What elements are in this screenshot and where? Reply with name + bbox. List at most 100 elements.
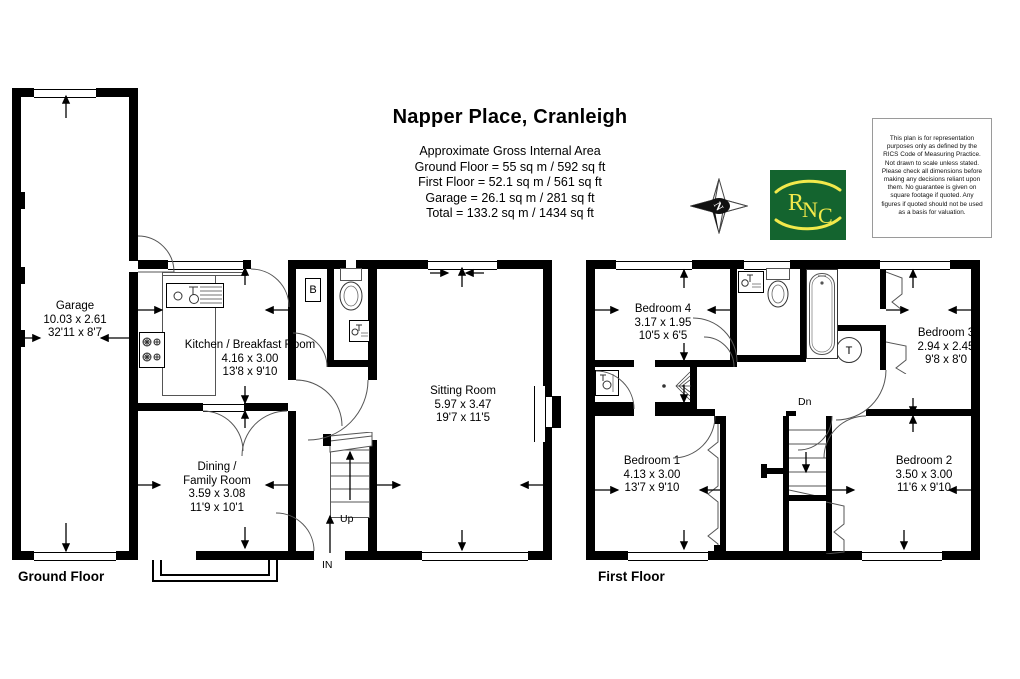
garage-wall-bottom-right (116, 551, 138, 560)
boiler-label: B (309, 284, 317, 296)
house-wall-top-sitting-left (376, 260, 428, 269)
wall-sitting-left-lower (368, 440, 377, 552)
area-summary: Approximate Gross Internal Area Ground F… (330, 144, 690, 222)
ff-window-bed2 (862, 552, 942, 561)
kitchen-sink-detail (166, 283, 224, 308)
house-wall-right-upper (543, 260, 552, 385)
house-wall-bottom-sitting-r (528, 551, 552, 560)
wc-cistern (340, 268, 362, 281)
ground-floor-label: Ground Floor (18, 569, 105, 584)
bay-wall-a (543, 385, 552, 397)
ff-wall-shower-bottom (586, 402, 634, 409)
ff-wall-bot-b (708, 551, 862, 560)
room-kitchen-imperial: 13'8 x 9'10 (222, 366, 278, 378)
disclaimer-text: This plan is for representation purposes… (881, 135, 983, 216)
wall-sitting-left-upper (368, 260, 377, 380)
room-dining-imperial: 11'9 x 10'1 (189, 501, 245, 514)
room-bedroom2: Bedroom 2 3.50 x 3.00 11'6 x 9'10 (866, 455, 982, 496)
house-wall-bottom-porch (276, 551, 314, 560)
ff-wall-cupboard-right (880, 325, 886, 370)
page-title: Napper Place, Cranleigh (392, 106, 628, 128)
garage-pier-2 (12, 267, 25, 284)
ff-wall-bed1-partition (720, 416, 726, 553)
room-bedroom2-imperial: 11'6 x 9'10 (896, 482, 952, 494)
first-floor-label: First Floor (598, 569, 665, 584)
ff-wall-bed4-right (730, 269, 737, 367)
shower-head (660, 368, 696, 404)
room-garage-name: Garage (55, 300, 95, 312)
svg-text:N: N (802, 197, 818, 222)
bath-tub (806, 269, 838, 359)
ff-stairs-landing-bar (789, 495, 826, 501)
ff-wall-bed1-right2 (714, 545, 720, 553)
bed3-door-left (885, 270, 910, 314)
house-wall-right-lower (543, 442, 552, 560)
room-bedroom2-name: Bedroom 2 (895, 455, 953, 467)
ff-window-bed1 (628, 552, 708, 561)
room-bedroom3-metric: 2.94 x 2.45 (917, 340, 975, 353)
area-line-first: First Floor = 52.1 sq m / 561 sq ft (418, 175, 602, 189)
wall-kitchen-dining-right (244, 403, 288, 411)
house-wall-bottom-dining (196, 551, 276, 560)
bath-toilet (766, 280, 790, 310)
ff-wall-bed3-left (880, 269, 886, 309)
rnc-logo: R N C (770, 170, 846, 240)
room-bedroom1-imperial: 13'7 x 9'10 (624, 482, 680, 494)
svg-text:C: C (818, 203, 833, 228)
wc-toilet (338, 281, 364, 313)
dining-bay-outline-f (268, 560, 270, 576)
house-wall-top-kitchen-right (243, 260, 251, 269)
room-sitting-name: Sitting Room (430, 385, 496, 397)
sitting-window-bottom (422, 552, 528, 561)
room-bedroom3-name: Bedroom 3 (917, 327, 975, 339)
boiler-box: B (305, 278, 321, 302)
bath-cistern (766, 268, 790, 280)
ff-wall-top-c (790, 260, 880, 269)
dining-bay-outline-a (152, 560, 154, 582)
dining-bay-outline-e (160, 574, 270, 576)
ff-wall-shower-bottom2 (655, 402, 697, 409)
room-sitting-imperial: 19'7 x 11'5 (435, 412, 491, 424)
bay-window (534, 386, 546, 442)
garage-wall-left (12, 88, 21, 560)
wall-kitchen-dining-left (138, 403, 203, 411)
bed2-wardrobe (825, 500, 852, 555)
ground-floor-plan: Garage 10.03 x 2.61 32'11 x 8'7 (12, 88, 561, 582)
wc-basin (349, 320, 370, 342)
room-sitting: Sitting Room 5.97 x 3.47 19'7 x 11'5 (398, 385, 528, 426)
stairs-up-label: Up (340, 513, 354, 525)
ff-wall-cupboard-top (838, 325, 886, 331)
ff-wall-bot-a (586, 551, 628, 560)
garage-wall-top-right (96, 88, 138, 97)
garage-wall-bottom-left (12, 551, 34, 560)
ff-wall-bed4-bottom (586, 360, 634, 367)
house-wall-top-hall (288, 260, 346, 269)
room-bedroom4-metric: 3.17 x 1.95 (634, 316, 692, 329)
entrance-label: IN (322, 559, 333, 571)
house-wall-bottom-hall (345, 551, 395, 560)
room-bedroom1-name: Bedroom 1 (623, 455, 681, 467)
disclaimer-box: This plan is for representation purposes… (872, 118, 992, 238)
room-bedroom1-metric: 4.13 x 3.00 (623, 468, 681, 481)
ff-wall-bot-c (942, 551, 980, 560)
ff-wall-top-d (950, 260, 980, 269)
compass-rose: N (689, 177, 749, 235)
house-wall-bottom-left (129, 551, 138, 560)
ff-wall-stairs-step (786, 411, 796, 417)
bed3-cupboard-door (885, 340, 912, 375)
room-dining-name-2: Family Room (183, 474, 251, 487)
room-dining-metric: 3.59 x 3.08 (188, 488, 246, 500)
wall-hall-left-lower (288, 411, 296, 551)
room-kitchen-metric: 4.16 x 3.00 (221, 352, 279, 365)
bay-wall-c (543, 427, 552, 442)
garage-wall-right-upper (129, 88, 138, 261)
room-kitchen: Kitchen / Breakfast Room 4.16 x 3.00 13'… (160, 339, 340, 380)
wall-wc-left (327, 269, 334, 367)
area-line-total: Total = 133.2 sq m / 1434 sq ft (426, 206, 594, 220)
wall-hall-left-upper (288, 260, 296, 380)
room-kitchen-name: Kitchen / Breakfast Room (184, 339, 316, 351)
ff-stairs-newel-left (763, 468, 789, 474)
room-garage-metric: 10.03 x 2.61 (43, 313, 107, 326)
ff-wall-bath-bottom (737, 355, 806, 362)
